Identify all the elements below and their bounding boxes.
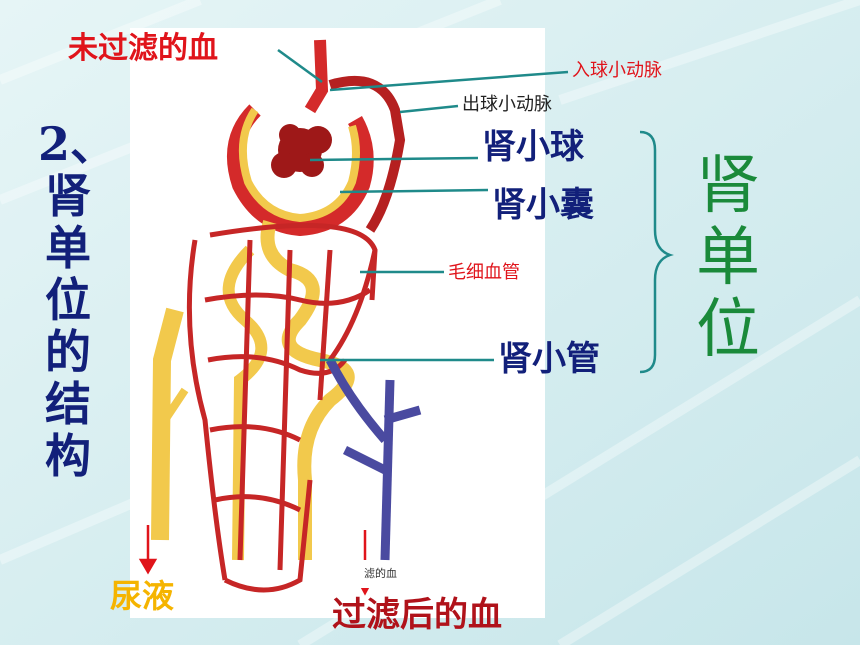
- group-char: 肾: [696, 149, 760, 223]
- glomerulus-shape: [271, 124, 332, 178]
- slide-title: 2、 肾 单 位 的 结 构: [38, 117, 117, 483]
- vein: [325, 357, 422, 561]
- efferent-arteriole-vessel: [328, 75, 406, 233]
- group-char: 位: [696, 293, 760, 367]
- group-brace: [639, 130, 674, 374]
- title-number: 2、: [38, 117, 117, 171]
- label-inner-caption: 滤的血: [364, 567, 397, 580]
- title-char: 肾: [45, 169, 91, 223]
- label-efferent-arteriole: 出球小动脉: [462, 94, 552, 115]
- collecting-duct: [151, 307, 184, 541]
- label-filtered-blood: 过滤后的血: [332, 595, 502, 635]
- diagram-panel: [130, 28, 545, 618]
- label-urine: 尿液: [110, 577, 175, 615]
- title-char: 单: [45, 221, 91, 275]
- title-char: 位: [45, 273, 91, 327]
- afferent-arteriole-vessel: [304, 39, 329, 114]
- group-char: 单: [696, 221, 760, 295]
- title-char: 构: [45, 429, 91, 483]
- label-glomerulus: 肾小球: [482, 127, 584, 167]
- label-capsule: 肾小囊: [492, 185, 594, 225]
- capsule-shape: [227, 104, 374, 237]
- urine-arrow: [138, 525, 158, 575]
- label-unfiltered-blood: 未过滤的血: [68, 31, 218, 66]
- label-afferent-arteriole: 入球小动脉: [572, 60, 662, 81]
- group-label: 肾 单 位: [688, 150, 768, 366]
- title-char: 的: [45, 325, 91, 379]
- label-capillary: 毛细血管: [448, 262, 520, 283]
- capillary-network: [186, 222, 378, 593]
- title-char: 结: [45, 377, 91, 431]
- label-tubule: 肾小管: [498, 339, 600, 379]
